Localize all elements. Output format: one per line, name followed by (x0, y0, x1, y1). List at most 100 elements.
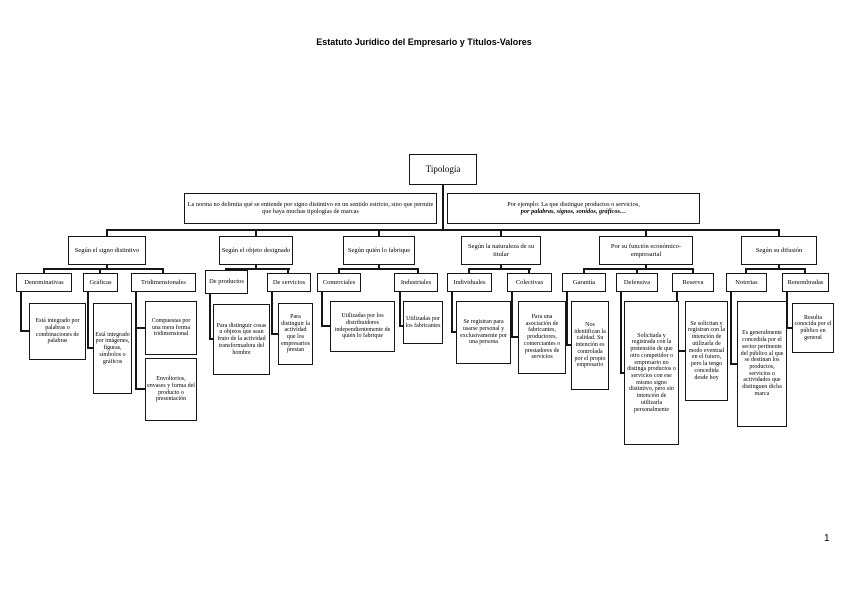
desc-de-productos: Para distinguir cosas u objetos que sean… (213, 304, 270, 375)
desc-graficas: Está integrado por imágenes, figuras, sí… (93, 303, 132, 394)
connector-line (583, 268, 694, 270)
connector-line (87, 292, 89, 348)
connector-line (451, 292, 453, 332)
connector-line (645, 231, 647, 236)
node-denominativas: Denominativas (16, 273, 72, 292)
desc-colectivas: Para una asociación de fabricantes, prod… (518, 301, 566, 374)
connector-line (511, 292, 513, 337)
desc-notorias: Es generalmente concedida por el sector … (737, 301, 787, 427)
connector-line (399, 292, 401, 326)
connector-line (468, 268, 531, 270)
node-de-productos: De productos (205, 270, 248, 294)
note-ejemplo-line2: por palabras, signos, sonidos, gráficos… (520, 207, 627, 215)
connector-line (500, 265, 502, 268)
node-industriales: Industriales (394, 273, 438, 292)
desc-garantia: Nos identifican la calidad. Su intención… (571, 301, 609, 390)
connector-line (99, 270, 101, 274)
connector-line (135, 327, 145, 329)
desc-denominativas: Está integrado por palabras o combinacio… (29, 303, 86, 360)
note-signo-distintivo: La norma no delimita qué se entiende por… (184, 193, 437, 224)
connector-line (620, 372, 624, 374)
connector-line (442, 185, 444, 230)
connector-line (528, 270, 530, 274)
connector-line (106, 265, 108, 268)
connector-line (321, 292, 323, 326)
desc-tridimensionales-2: Envoltorios, envases y forma del product… (145, 358, 197, 421)
group-funcion-economico-empresarial: Por su función económico-empresarial (599, 236, 693, 265)
connector-line (583, 270, 585, 274)
group-segun-signo-distintivo: Según el signo distintivo (68, 236, 146, 265)
connector-line (399, 325, 403, 327)
connector-line (786, 292, 788, 328)
connector-line (255, 231, 257, 236)
desc-comerciales: Utilizadas por los distribuidores indepe… (330, 301, 395, 352)
node-defensiva: Defensiva (616, 273, 658, 292)
connector-line (87, 347, 93, 349)
desc-de-servicios: Para distinguir la actividad que los emp… (278, 303, 313, 365)
note-ejemplo: Por ejemplo: La que distingue productos … (447, 193, 700, 224)
connector-line (135, 292, 137, 389)
note-ejemplo-line1: Por ejemplo: La que distingue productos … (507, 200, 640, 208)
connector-line (338, 268, 419, 270)
connector-line (730, 363, 737, 365)
connector-line (566, 344, 571, 346)
connector-line (43, 268, 164, 270)
connector-line (287, 270, 289, 274)
node-tipologia: Tipología (409, 154, 477, 185)
document-title: Estatuto Jurídico del Empresario y Títul… (316, 37, 532, 47)
connector-line (692, 270, 694, 274)
connector-line (778, 265, 780, 268)
node-de-servicios: De servicios (267, 273, 311, 292)
connector-line (378, 265, 380, 268)
connector-line (20, 330, 29, 332)
connector-line (209, 294, 211, 339)
group-segun-objeto-designado: Según el objeto designado (219, 236, 293, 265)
node-reserva: Reserva (672, 273, 714, 292)
connector-line (417, 270, 419, 274)
desc-tridimensionales-1: Compuestas por una mera forma tridimensi… (145, 301, 197, 355)
connector-line (730, 292, 732, 364)
connector-line (778, 231, 780, 236)
connector-line (676, 350, 685, 352)
connector-line (451, 331, 456, 333)
connector-line (804, 270, 806, 274)
connector-line (338, 270, 340, 274)
connector-line (106, 229, 780, 231)
connector-line (645, 265, 647, 268)
node-renombradas: Renombradas (782, 273, 829, 292)
connector-line (271, 292, 273, 334)
connector-line (745, 270, 747, 274)
group-segun-naturaleza-titular: Según la naturaleza de su titular (461, 236, 541, 265)
connector-line (378, 231, 380, 236)
connector-line (566, 292, 568, 345)
connector-line (620, 292, 622, 373)
node-tridimensionales: Tridimensionales (131, 273, 196, 292)
connector-line (500, 231, 502, 236)
connector-line (271, 333, 278, 335)
connector-line (468, 270, 470, 274)
connector-line (255, 265, 257, 268)
connector-line (511, 336, 518, 338)
node-individuales: Individuales (447, 273, 492, 292)
desc-reserva: Se solicitan y registran con la intenció… (685, 301, 728, 401)
connector-line (43, 270, 45, 274)
node-notorias: Notorias (726, 273, 767, 292)
connector-line (225, 268, 290, 270)
node-comerciales: Comerciales (317, 273, 361, 292)
connector-line (209, 338, 213, 340)
connector-line (135, 388, 145, 390)
desc-individuales: Se registran para usarse personal y excl… (456, 301, 511, 364)
connector-line (106, 231, 108, 236)
desc-renombradas: Resulta conocida por el público en gener… (792, 303, 834, 353)
connector-line (20, 292, 22, 331)
connector-line (786, 327, 792, 329)
desc-defensiva: Solicitada y registrada con la pretensió… (624, 301, 679, 445)
connector-line (162, 270, 164, 274)
desc-industriales: Utilizadas por los fabricantes (403, 301, 443, 344)
node-garantia: Garantía (562, 273, 606, 292)
page-number: 1 (824, 533, 830, 544)
node-colectivas: Colectivas (507, 273, 552, 292)
connector-line (636, 270, 638, 274)
connector-line (745, 268, 806, 270)
